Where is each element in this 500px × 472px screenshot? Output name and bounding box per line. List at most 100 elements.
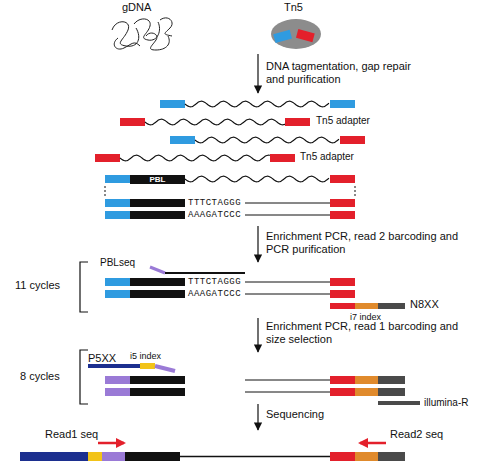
node-text: PBL <box>130 175 185 184</box>
text-label: illumina-R <box>424 396 468 409</box>
adapter-block <box>105 278 130 286</box>
adapter-block <box>105 388 130 396</box>
dna-strand <box>114 38 140 49</box>
step-arrow <box>257 54 258 93</box>
step-arrow <box>257 404 258 430</box>
adapter-block <box>105 211 130 219</box>
adapter-block <box>355 376 378 384</box>
text-label: Read2 seq <box>390 428 443 441</box>
adapter-block <box>330 290 355 298</box>
text-label: 11 cycles <box>15 279 60 292</box>
pbl-block <box>130 388 185 396</box>
pbl-block <box>130 199 185 207</box>
step-arrow <box>257 318 258 352</box>
text-label: P5XX <box>88 352 116 365</box>
primer <box>165 272 245 274</box>
cycle-bracket <box>80 350 88 404</box>
pbl-block <box>130 211 185 219</box>
read-arrow <box>360 442 386 445</box>
dna-strand <box>245 203 330 204</box>
adapter-block <box>160 100 185 108</box>
adapter-block <box>120 118 145 126</box>
adapter-block <box>105 290 130 298</box>
index-block <box>355 303 378 309</box>
text-label: gDNA <box>122 1 151 14</box>
text-label: Tn5 <box>284 1 303 14</box>
text-label: Tn5 adapter <box>316 114 370 127</box>
zoom-line <box>105 186 106 197</box>
adapter-block <box>330 278 355 286</box>
pbl-block <box>125 452 180 461</box>
primer-block <box>330 303 355 309</box>
adapter-block <box>330 199 355 207</box>
dna-fragment <box>145 119 285 125</box>
adapter-block <box>270 154 295 162</box>
p5-block <box>20 452 88 461</box>
pbl-block <box>130 278 185 286</box>
dna-strand <box>245 294 330 295</box>
adapter-block <box>285 118 310 126</box>
text-label: AAAGATCCC <box>188 289 241 299</box>
text-label: Enrichment PCR, read 1 barcoding and siz… <box>266 320 461 346</box>
primer-tail <box>155 366 175 371</box>
primer <box>88 364 140 368</box>
read-arrow <box>98 442 124 445</box>
text-label: Sequencing <box>266 408 324 421</box>
dna-fragment <box>185 101 329 107</box>
text-label: N8XX <box>410 298 439 311</box>
dna-fragment <box>120 155 270 161</box>
dna-strand <box>134 19 160 40</box>
text-label: 8 cycles <box>20 370 60 383</box>
adapter-block <box>330 100 355 108</box>
dna-strand <box>245 380 330 381</box>
adapter-block <box>95 154 120 162</box>
adapter-block <box>102 452 125 461</box>
adapter-block <box>330 376 355 384</box>
tn5-protein <box>271 19 321 49</box>
dna-fragment <box>185 176 329 182</box>
dna-strand <box>146 33 169 50</box>
adapter-block <box>378 376 405 384</box>
adapter-block <box>170 136 195 144</box>
adapter-block <box>340 136 365 144</box>
dna-strand <box>245 392 330 393</box>
index-block <box>140 363 155 369</box>
text-label: AAAGATCCC <box>188 210 241 220</box>
primer-block <box>378 303 405 309</box>
dna-strand <box>180 456 330 458</box>
adapter-block <box>296 29 315 42</box>
text-label: Enrichment PCR, read 2 barcoding and PCR… <box>266 230 461 256</box>
adapter-block <box>273 30 292 43</box>
index-block <box>355 452 378 461</box>
adapter-block <box>355 388 378 396</box>
text-label: TTTCTAGGG <box>188 198 241 208</box>
text-label: DNA tagmentation, gap repair and purific… <box>266 60 431 86</box>
cycle-bracket <box>80 262 88 312</box>
step-arrow <box>257 226 258 262</box>
text-label: Read1 seq <box>45 428 98 441</box>
gdna-illustration <box>112 18 172 50</box>
text-label: TTTCTAGGG <box>188 277 241 287</box>
p7-block <box>378 452 405 461</box>
adapter-block <box>105 175 130 183</box>
primer-tail <box>150 267 165 273</box>
pbl-block <box>130 376 185 384</box>
adapter-block <box>330 211 355 219</box>
dna-strand <box>245 282 330 283</box>
adapter-block <box>378 388 405 396</box>
dna-fragment <box>195 137 339 143</box>
dna-strand <box>245 215 330 216</box>
primer <box>378 401 420 405</box>
text-label: Tn5 adapter <box>300 150 354 163</box>
adapter-block <box>330 175 355 183</box>
adapter-block <box>105 376 130 384</box>
text-label: i5 index <box>130 350 161 363</box>
pbl-block <box>130 290 185 298</box>
text-label: PBLseq <box>100 256 135 269</box>
zoom-line <box>355 186 356 197</box>
tn5-illustration <box>271 19 321 49</box>
dna-strand <box>160 18 172 36</box>
index-block <box>88 452 102 461</box>
pbl-box: PBL <box>130 175 185 184</box>
